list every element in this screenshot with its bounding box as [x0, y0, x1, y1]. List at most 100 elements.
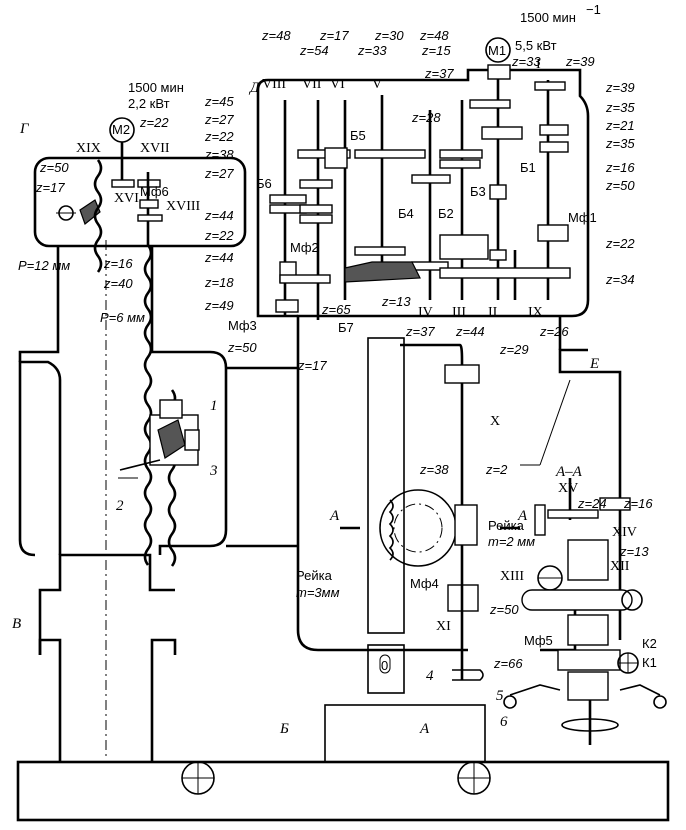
- gear-z49: z=49: [204, 298, 234, 313]
- gear-z21: z=21: [605, 118, 635, 133]
- shaft-8: VIII: [262, 77, 286, 92]
- pitch-12: P=12 мм: [18, 258, 70, 273]
- gear-z27-a: z=27: [204, 112, 234, 127]
- gear-z54: z=54: [299, 43, 329, 58]
- letter-a: А: [419, 721, 430, 737]
- block-b1: Б1: [520, 160, 536, 175]
- shaft-1: I: [536, 57, 541, 72]
- number-6: 6: [500, 714, 508, 730]
- gear-z15: z=15: [421, 43, 451, 58]
- gear-z37-b: z=37: [405, 324, 435, 339]
- gear-z24: z=24: [577, 496, 607, 511]
- clutch-mf1: Мф1: [568, 210, 597, 225]
- block-b6: Б6: [256, 176, 272, 191]
- clutch-mf3: Мф3: [228, 318, 257, 333]
- labels-racks: Рейка m=3мм Рейка m=2 мм: [296, 518, 535, 600]
- machine-column: [18, 240, 298, 762]
- shaft-2: II: [488, 305, 498, 320]
- letter-d: Д: [248, 80, 261, 96]
- spindle-section: [340, 337, 520, 694]
- gear-z2: z=2: [485, 462, 508, 477]
- gear-z16-a: z=16: [605, 160, 635, 175]
- gear-z38: z=38: [204, 147, 234, 162]
- motor1-power: 5,5 кВт: [515, 38, 557, 53]
- motor2-label: M2: [112, 122, 130, 137]
- shaft-6: VI: [330, 77, 345, 92]
- shaft-15: XV: [558, 481, 578, 496]
- gear-z66: z=66: [493, 656, 523, 671]
- gear-z17-c: z=17: [35, 180, 65, 195]
- gear-z17-a: z=17: [319, 28, 349, 43]
- gear-z40: z=40: [103, 276, 133, 291]
- section-a-left: А: [329, 508, 340, 524]
- gear-z50-b: z=50: [605, 178, 635, 193]
- key-k1: К1: [642, 655, 657, 670]
- labels-motors: 1500 мин −1 5,5 кВт M1 1500 мин 2,2 кВт …: [112, 2, 601, 137]
- gear-z50-d: z=50: [489, 602, 519, 617]
- labels-section: А–А А А: [329, 464, 583, 524]
- number-1: 1: [210, 398, 218, 414]
- shaft-3: III: [452, 305, 466, 320]
- gear-z29: z=29: [499, 342, 529, 357]
- gear-z13-a: z=13: [381, 294, 411, 309]
- gear-z27-b: z=27: [204, 166, 234, 181]
- shaft-16: XVI: [114, 191, 139, 206]
- block-b2: Б2: [438, 206, 454, 221]
- gear-z22-c: z=22: [605, 236, 635, 251]
- shaft-17: XVII: [140, 141, 170, 156]
- shaft-5: V: [372, 77, 382, 92]
- labels-keys: К2 К1 0: [381, 636, 657, 673]
- letter-b: Б: [279, 721, 289, 737]
- clutch-mf4: Мф4: [410, 576, 439, 591]
- gear-z13-b: z=13: [619, 544, 649, 559]
- gear-z39-a: z=39: [565, 54, 595, 69]
- number-4: 4: [426, 668, 434, 684]
- gear-z45: z=45: [204, 94, 234, 109]
- clutch-mf6: Мф6: [140, 184, 169, 199]
- rack1-module: m=3мм: [296, 585, 340, 600]
- gear-z44-c: z=44: [455, 324, 485, 339]
- gear-z33-a: z=33: [357, 43, 387, 58]
- shaft-12: XII: [610, 559, 630, 574]
- gearbox-d: [256, 37, 622, 652]
- rack2-label: Рейка: [488, 518, 525, 533]
- gear-z35-b: z=35: [605, 136, 635, 151]
- gear-z28: z=28: [411, 110, 441, 125]
- labels-blocks: Б1 Б2 Б3 Б4 Б5 Б6 Б7: [256, 128, 536, 335]
- number-2: 2: [116, 498, 124, 514]
- labels-gears: z=48 z=54 z=17 z=33 z=30 z=48 z=15 z=33 …: [35, 28, 653, 671]
- machine-base: [16, 704, 670, 822]
- gear-z18: z=18: [204, 275, 234, 290]
- gear-z22-a: z=22: [204, 129, 234, 144]
- key-k2: К2: [642, 636, 657, 651]
- motor1-speed: 1500 мин: [520, 10, 576, 25]
- pitch-6: P=6 мм: [100, 310, 145, 325]
- gear-z50-a: z=50: [227, 340, 257, 355]
- labels-pitch: P=12 мм P=6 мм: [18, 258, 145, 325]
- section-a-right: А: [517, 508, 528, 524]
- gear-z34: z=34: [605, 272, 635, 287]
- number-3: 3: [209, 463, 218, 479]
- block-b7: Б7: [338, 320, 354, 335]
- rack1-label: Рейка: [296, 568, 333, 583]
- labels-shafts: I II III IV V VI VII VIII IX X XI XII XI…: [76, 57, 637, 634]
- gear-z16-b: z=16: [103, 256, 133, 271]
- shaft-18: XVIII: [166, 199, 201, 214]
- block-b3: Б3: [470, 184, 486, 199]
- block-b5: Б5: [350, 128, 366, 143]
- motor1-label: M1: [488, 43, 506, 58]
- letter-v: В: [12, 616, 21, 632]
- gear-z48-a: z=48: [261, 28, 291, 43]
- clutch-mf2: Мф2: [290, 240, 319, 255]
- clutch-mf5: Мф5: [524, 633, 553, 648]
- labels-letters: Г Д В Б А Е: [12, 80, 599, 737]
- shaft-4: IV: [418, 305, 433, 320]
- gear-z22-d: z=22: [139, 115, 169, 130]
- shaft-13: XIII: [500, 569, 524, 584]
- nut-assembly: [118, 399, 200, 479]
- motor2-power: 2,2 кВт: [128, 96, 170, 111]
- gear-z33-b: z=33: [511, 54, 541, 69]
- gear-z37-a: z=37: [424, 66, 454, 81]
